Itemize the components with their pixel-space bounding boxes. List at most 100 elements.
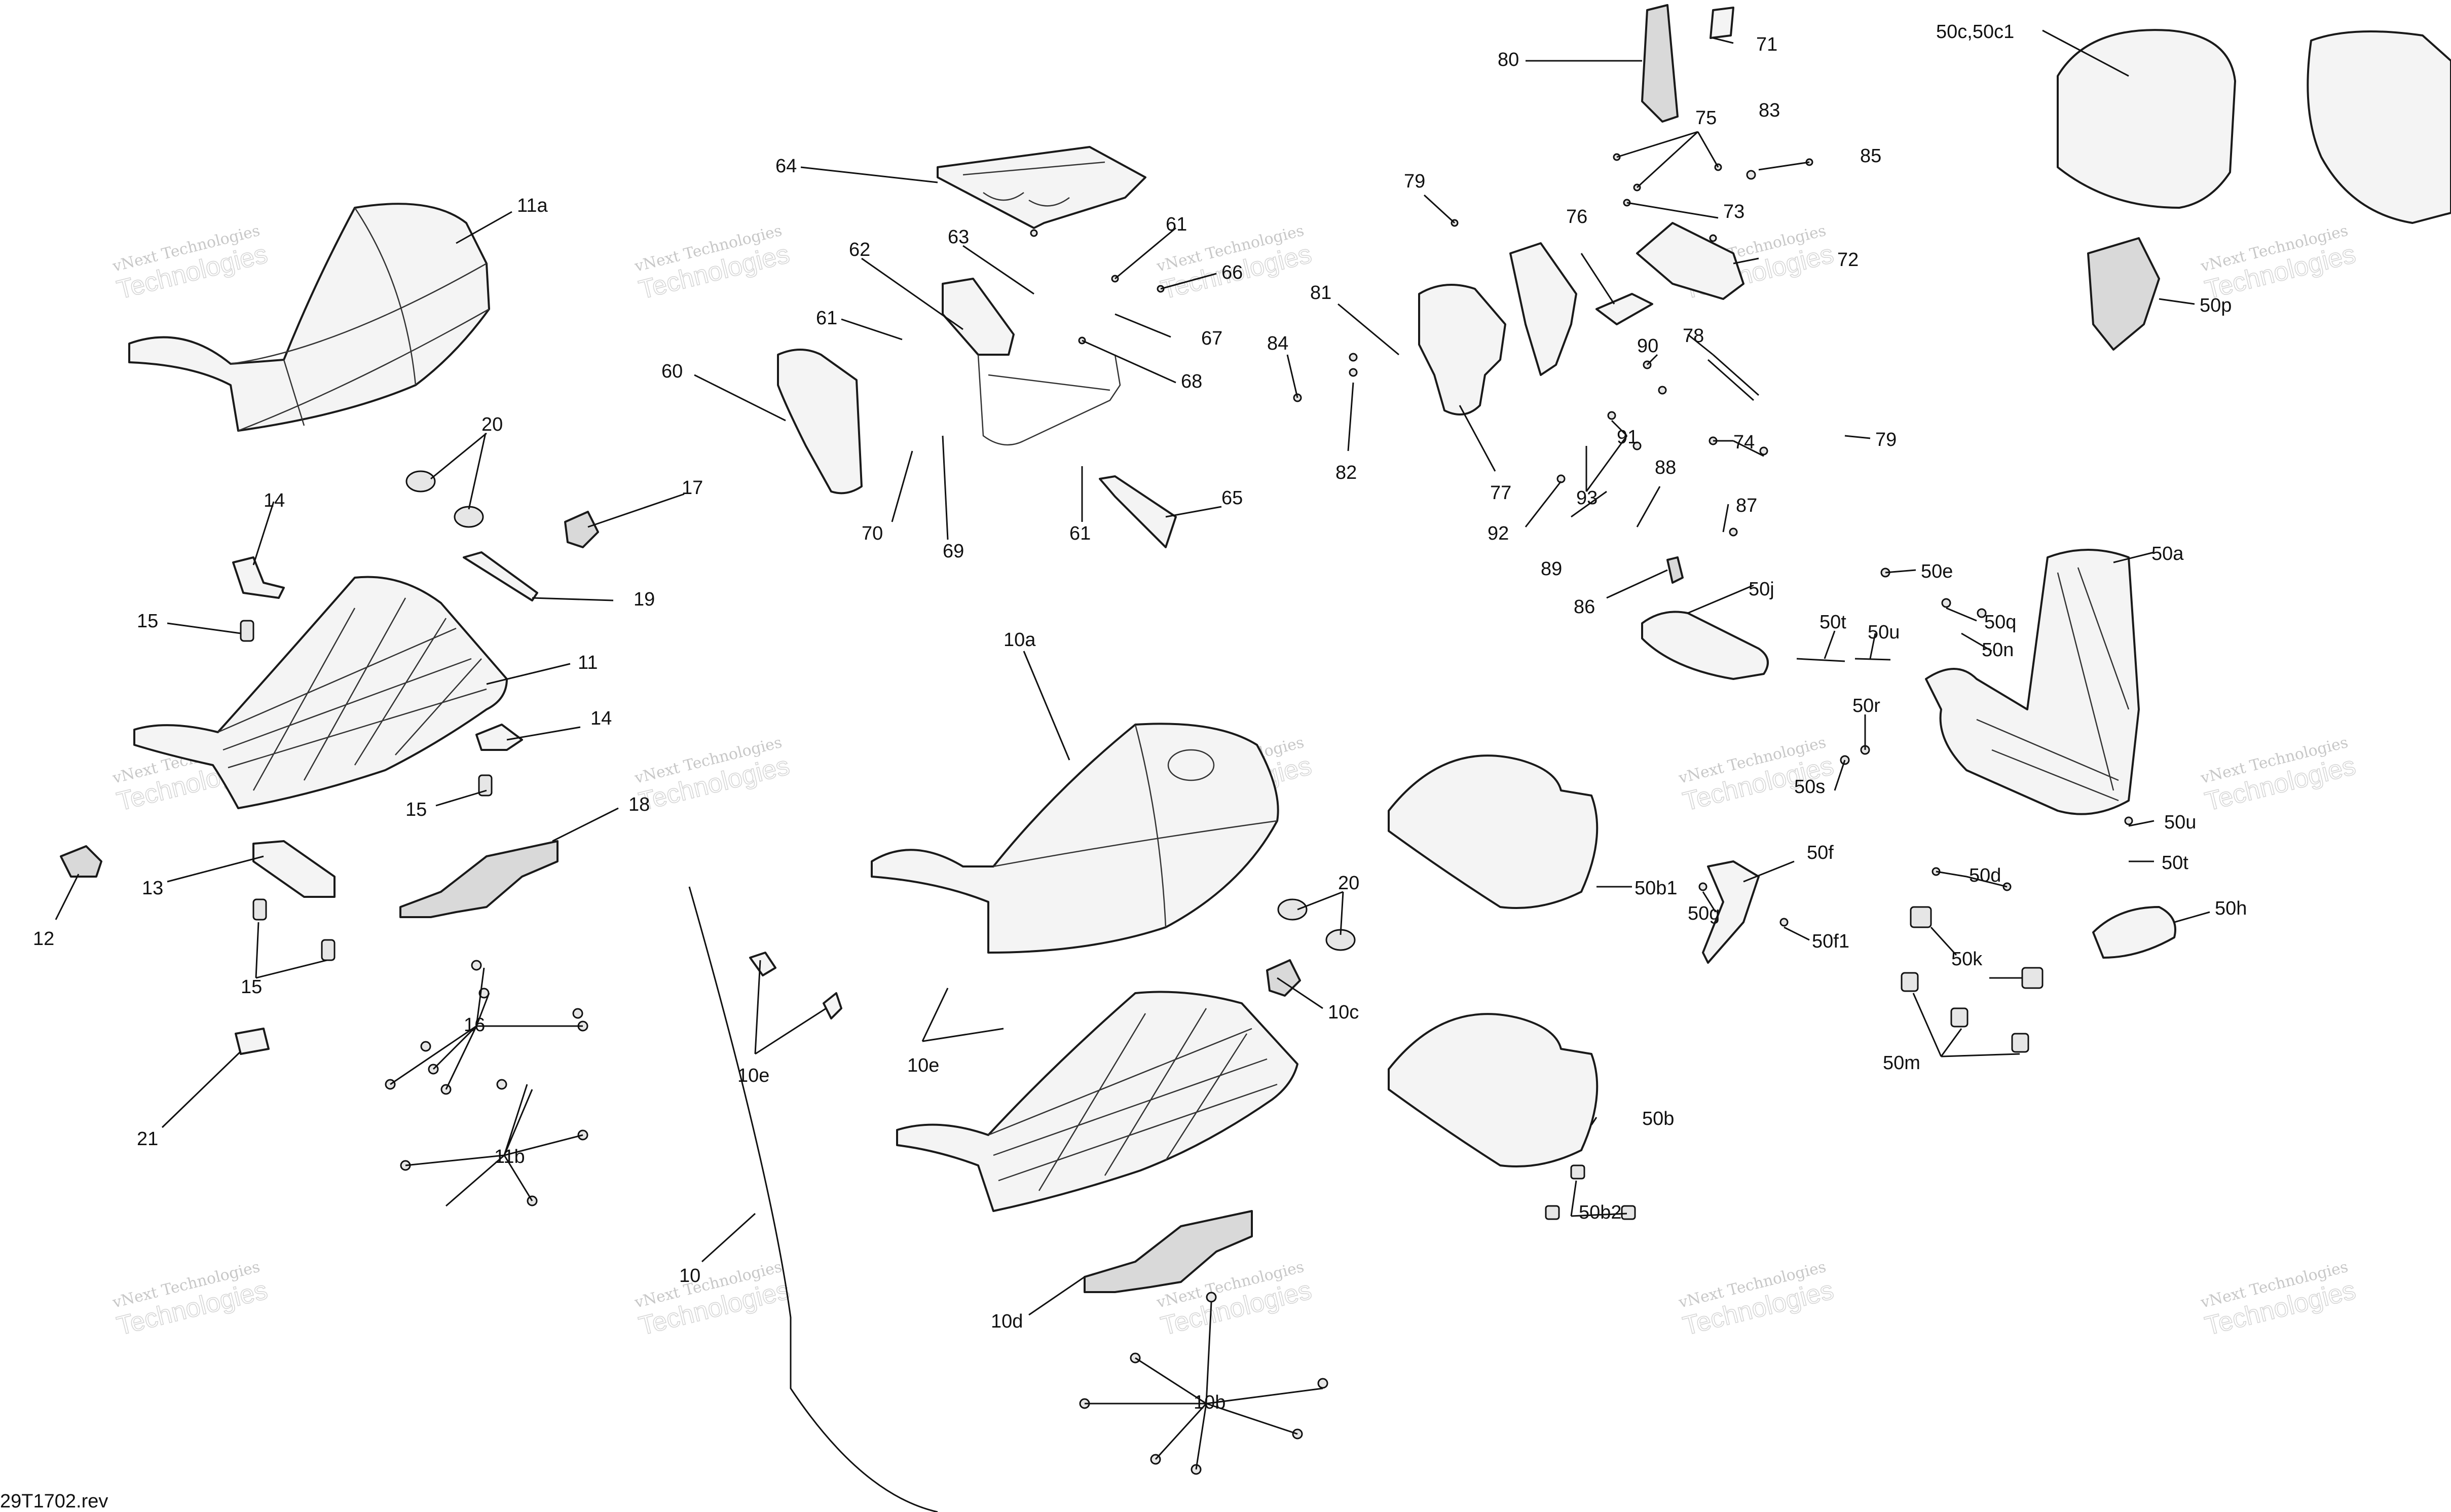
bracket-14-upper [232,556,285,599]
callout-10c: 10c [1328,1002,1359,1023]
tray-64 [937,146,1146,229]
callout-50k: 50k [1951,949,1983,970]
clip-10e-b [823,992,842,1019]
foot-50m-c [2011,1033,2029,1053]
callout-89: 89 [1541,558,1562,580]
clip-12 [60,845,102,878]
callout-15-b: 15 [405,799,427,820]
document-id: 29T1702.rev [0,1491,108,1512]
callout-10b: 10b [1194,1392,1226,1413]
heat-shield-10d [1084,1210,1253,1293]
fasteners-layer [385,153,2133,1475]
seat-base-10 [896,991,1298,1212]
pin-50u [1854,658,1891,661]
callout-73: 73 [1723,201,1744,222]
callout-91: 91 [1617,427,1638,448]
callout-50c-50c1: 50c,50c1 [1936,21,2014,43]
callout-14-a: 14 [264,490,285,511]
side-pad-50b [1388,1013,1599,1167]
nut-50b2-b [1621,1205,1636,1220]
callout-74: 74 [1733,432,1755,453]
clip-10e-a [749,952,776,976]
callout-61-a: 61 [1166,214,1187,235]
handle-50j [1641,611,1769,680]
pad-50h [2092,906,2176,959]
callout-50h: 50h [2215,898,2247,919]
label-71 [1710,7,1734,39]
bracket-13 [252,840,336,898]
callout-75: 75 [1695,107,1717,129]
callout-50g: 50g [1688,903,1720,924]
plate-76 [1595,293,1653,325]
callout-17: 17 [682,477,703,499]
callout-60: 60 [661,361,683,382]
callout-68: 68 [1181,371,1202,392]
callout-81: 81 [1310,282,1331,304]
callout-50f1: 50f1 [1812,931,1849,952]
callout-12: 12 [33,928,54,950]
callout-86: 86 [1574,596,1595,618]
callout-70: 70 [862,523,883,544]
seat-cushion-10a [871,723,1279,954]
callout-18: 18 [628,794,650,815]
spacer-15-d [321,939,336,961]
callout-50e: 50e [1921,561,1953,582]
callout-50s: 50s [1794,776,1825,798]
parts-layer [60,4,2451,1475]
heat-shield-18 [399,840,559,918]
cover-50p [2087,237,2160,351]
connector-50k-a [1910,906,1932,928]
callout-50t-b: 50t [2162,852,2188,874]
backrest-shell-50c1 [2307,30,2451,224]
callout-76: 76 [1566,206,1587,228]
connector-50k-b [2021,967,2044,989]
callout-10: 10 [679,1265,700,1287]
seat-base-11 [133,576,508,809]
seat-frame-62 [942,278,1121,446]
callout-79-a: 79 [1404,171,1425,192]
backrest-pad-77 [1418,284,1506,415]
bracket-14-lower [475,724,523,751]
callout-84: 84 [1267,333,1288,354]
callout-19: 19 [634,589,655,610]
callout-82: 82 [1335,462,1357,483]
bracket-72 [1636,222,1744,300]
grommet-20-c [1277,898,1308,921]
callout-92: 92 [1488,523,1509,544]
callout-50f: 50f [1807,842,1834,863]
pin-50t [1796,658,1845,662]
callout-61-c: 61 [1069,523,1091,544]
callout-10a: 10a [1004,629,1036,651]
callout-87: 87 [1736,495,1757,516]
grommet-20-a [405,470,436,493]
callout-15-c: 15 [241,976,262,998]
callout-83: 83 [1759,100,1780,121]
callout-69: 69 [943,541,964,562]
strap-65 [1099,475,1177,548]
callout-62: 62 [849,239,870,260]
callout-78: 78 [1683,325,1704,347]
callout-50r: 50r [1852,695,1880,716]
callout-21: 21 [137,1128,158,1150]
callout-90: 90 [1637,335,1658,357]
callout-50j: 50j [1749,579,1774,600]
spacer-15-b [478,774,493,797]
callout-85: 85 [1860,145,1881,167]
callout-labels-layer: 11a 20 14 17 19 15 11 14 15 18 13 12 15 … [33,21,2247,1413]
callout-50u-a: 50u [1868,622,1900,643]
handle-86 [1666,556,1684,584]
callout-14-b: 14 [590,708,612,729]
callout-50n: 50n [1982,639,2014,661]
callout-71: 71 [1756,34,1777,55]
callout-72: 72 [1837,249,1859,271]
callout-77: 77 [1490,482,1511,504]
backrest-pad-60 [777,349,863,495]
label-21 [235,1028,270,1055]
rod-78 [1707,354,1759,401]
strip-80 [1641,4,1679,123]
spacer-15-c [252,898,267,921]
foot-50m-a [1901,972,1919,992]
callout-11b: 11b [494,1146,525,1167]
callout-50b2: 50b2 [1579,1202,1622,1223]
